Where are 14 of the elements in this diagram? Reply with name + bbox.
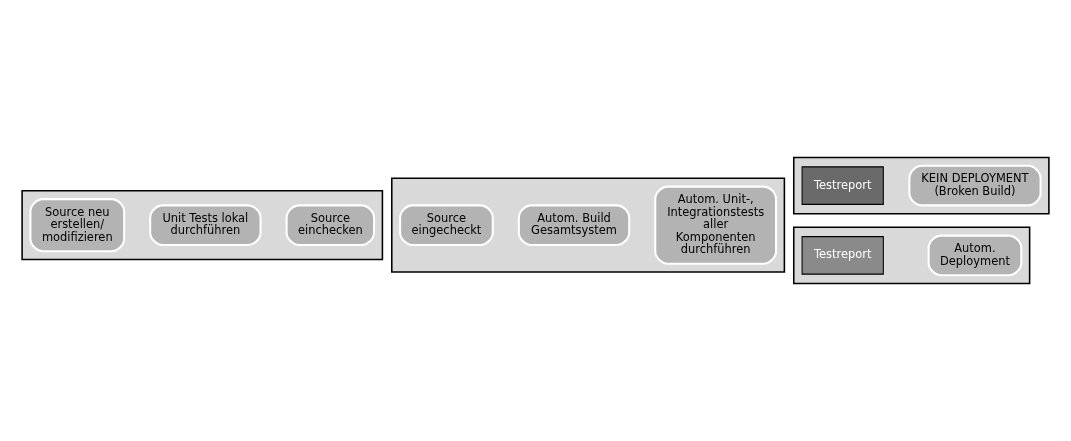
node-box: Source neu erstellen/ modifizieren [29, 198, 126, 253]
cluster [21, 190, 384, 261]
cluster [793, 226, 1031, 285]
node-box: Testreport [801, 236, 884, 275]
node-box: Autom. Deployment [927, 234, 1023, 277]
node-box: KEIN DEPLOYMENT (Broken Build) [908, 164, 1042, 207]
node-box: Unit Tests lokal durchführen [149, 204, 262, 246]
node-box: Source eingecheckt [399, 204, 494, 246]
cluster [793, 156, 1050, 215]
node-box: Testreport [801, 166, 884, 205]
cluster [391, 177, 786, 273]
node-box: Source einchecken [285, 204, 376, 246]
node-box: Autom. Build Gesamtsystem [517, 204, 631, 246]
node-box: Autom. Unit-, Integrationstests aller Komponenten durchführen [654, 185, 778, 265]
